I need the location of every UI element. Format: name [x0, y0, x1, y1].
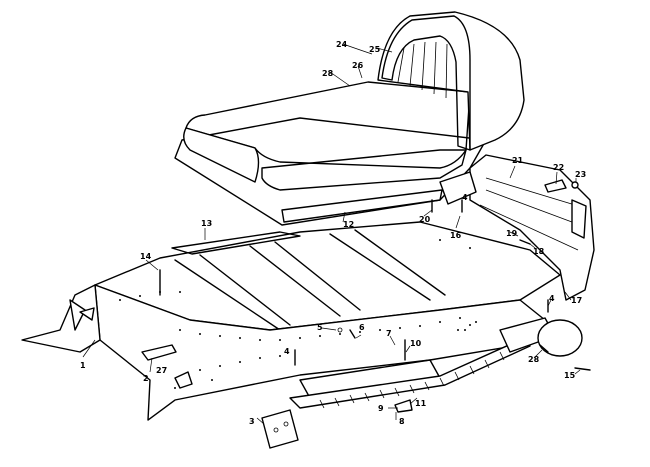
seat-cushion [185, 81, 471, 169]
callout-labels: 24 25 26 28 21 22 23 4 20 12 13 16 19 18… [80, 40, 586, 426]
side-panel-right [439, 154, 595, 301]
callout-14: 18 [533, 247, 545, 256]
callout-1: 1 [80, 361, 86, 370]
callout-17: 21 [512, 156, 524, 165]
callout-4-top: 4 [462, 193, 468, 202]
callout-25: 13 [201, 219, 212, 228]
leader-lines [82, 43, 581, 425]
tunnel-side-left [94, 284, 546, 421]
callout-4-mid: 4 [284, 347, 290, 356]
callout-11: 11 [415, 399, 427, 408]
seat-trim-lower [261, 149, 467, 191]
callout-15: 19 [506, 229, 518, 238]
callout-8: 8 [399, 417, 405, 426]
mount-plate-3 [261, 409, 299, 449]
callout-16: 20 [419, 215, 431, 224]
seat-backrest [377, 11, 525, 151]
callout-12-bottom: 15 [564, 371, 576, 380]
callout-28: 28 [528, 355, 540, 364]
seat-assembly [174, 11, 525, 226]
hitch-disc [537, 319, 583, 357]
callout-27: 27 [156, 366, 167, 375]
callout-7: 7 [386, 329, 392, 338]
callout-26: 14 [140, 252, 152, 261]
callout-4-right: 4 [549, 294, 555, 303]
backrest-trim [381, 15, 471, 151]
callout-21: 25 [369, 45, 381, 54]
panel-bracket [439, 171, 477, 205]
small-parts [141, 181, 591, 449]
callout-6: 6 [359, 323, 365, 332]
callout-2: 2 [143, 374, 149, 383]
callout-12-mid: 16 [450, 231, 462, 240]
callout-19: 23 [575, 170, 586, 179]
callout-9: 9 [378, 404, 384, 413]
grit-pad [171, 231, 301, 255]
chassis-tunnel [21, 221, 561, 421]
callout-20: 24 [336, 40, 348, 49]
callout-24: 12 [343, 220, 354, 229]
callout-13: 17 [571, 296, 582, 305]
callout-5: 5 [317, 323, 323, 332]
seat-pan [281, 189, 443, 223]
bracket-2 [141, 344, 177, 361]
callout-3: 3 [249, 417, 255, 426]
callout-10: 10 [410, 339, 422, 348]
tunnel-nose [21, 284, 101, 353]
callout-18: 22 [553, 163, 564, 172]
callout-23: 28 [322, 69, 334, 78]
callout-22: 26 [352, 61, 364, 70]
